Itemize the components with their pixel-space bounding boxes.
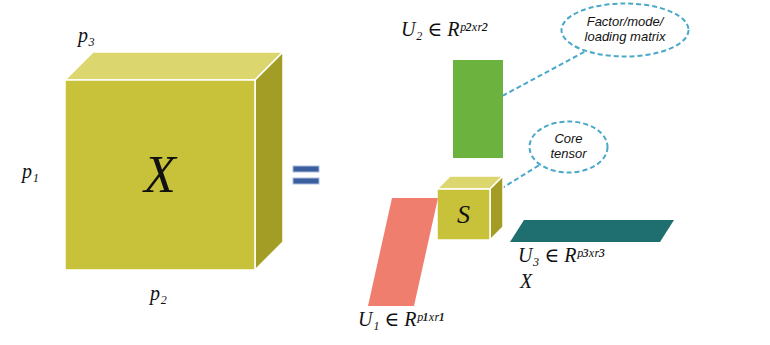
matrix-rect bbox=[368, 198, 438, 306]
cube-side-face bbox=[255, 52, 283, 270]
matrix-label: U₁ ∈ Rᵖ¹ˣʳ¹ bbox=[358, 308, 444, 331]
callout-text: Factor/mode/ loading matrix bbox=[583, 15, 667, 45]
callout-pointer bbox=[503, 52, 584, 96]
callout-bubble: Factor/mode/ loading matrix bbox=[560, 2, 690, 58]
matrix-rect bbox=[453, 60, 503, 158]
cube-front-face bbox=[437, 189, 490, 240]
tensor-symbol: X bbox=[144, 145, 176, 205]
equals-bar bbox=[293, 178, 319, 184]
cube-front-face bbox=[65, 80, 255, 270]
factor-matrix: U₁ ∈ Rᵖ¹ˣʳ¹ bbox=[368, 198, 438, 306]
callout-bubble: Core tensor bbox=[528, 120, 609, 174]
shape-outline bbox=[453, 60, 503, 158]
dimension-label: p₁ bbox=[22, 160, 39, 183]
dimension-label: X bbox=[520, 270, 532, 293]
dimension-label: p₃ bbox=[78, 24, 95, 47]
callout-outline bbox=[562, 4, 689, 57]
tensor-cube: S bbox=[437, 176, 503, 240]
matrix-label: U₃ ∈ Rᵖ³ˣʳ³ bbox=[518, 244, 604, 267]
shape-outline bbox=[368, 198, 438, 306]
factor-matrix: U₂ ∈ Rᵖ²ˣʳ² bbox=[453, 60, 503, 158]
callout-pointer bbox=[503, 165, 539, 187]
cube-side-face bbox=[490, 176, 503, 240]
tensor-cube: X bbox=[65, 52, 283, 270]
tensor-symbol: S bbox=[457, 200, 470, 230]
callout-text: Core tensor bbox=[544, 132, 594, 162]
cube-top-face bbox=[65, 52, 283, 80]
dimension-label: p₂ bbox=[150, 282, 167, 305]
factor-matrix: U₃ ∈ Rᵖ³ˣʳ³ bbox=[510, 220, 674, 242]
callout-outline bbox=[530, 122, 608, 173]
equals-sign bbox=[293, 166, 319, 184]
shape-outline bbox=[437, 176, 503, 240]
shape-outline bbox=[510, 220, 674, 242]
equals-bar bbox=[293, 166, 319, 172]
matrix-label: U₂ ∈ Rᵖ²ˣʳ² bbox=[401, 18, 487, 41]
matrix-rect bbox=[510, 220, 674, 242]
